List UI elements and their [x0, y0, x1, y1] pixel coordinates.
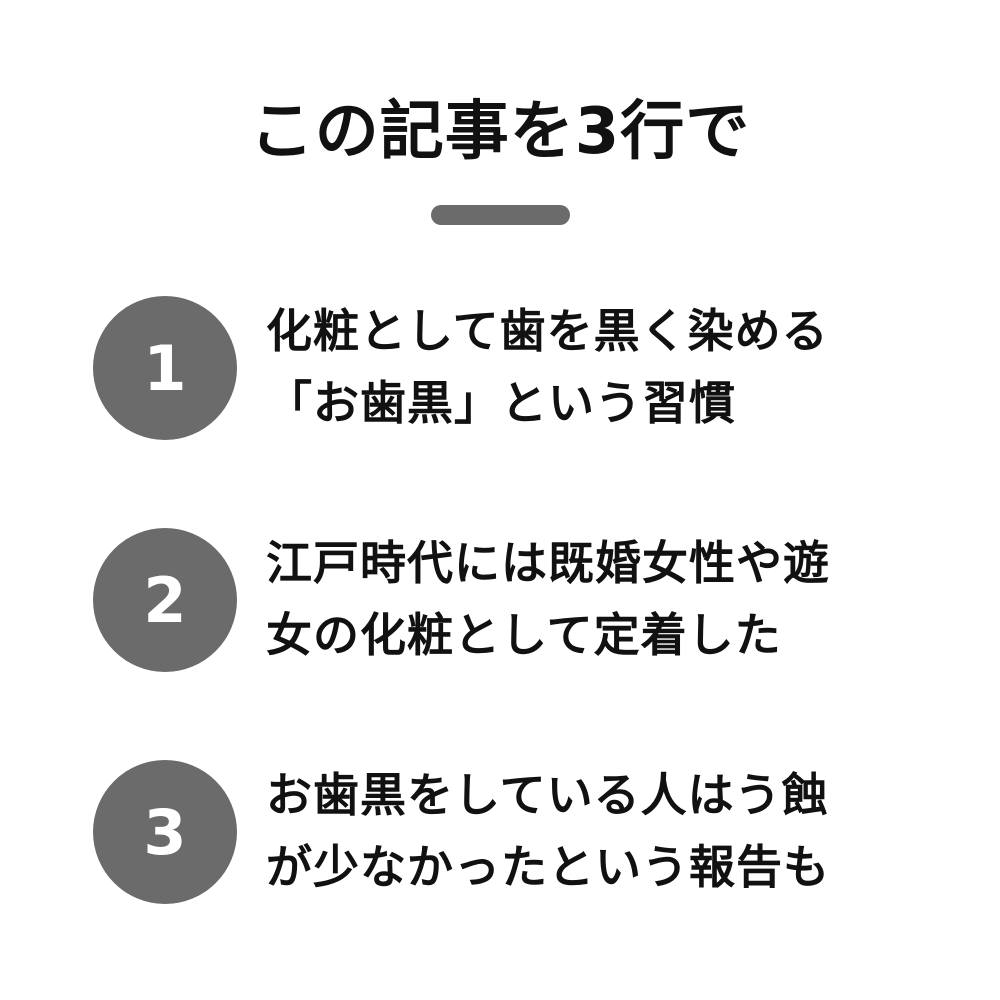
title-divider: [431, 205, 570, 225]
summary-line: 化粧として歯を黒く染める: [266, 304, 829, 358]
summary-text-1: 化粧として歯を黒く染める 「お歯黒」という習慣: [266, 295, 986, 439]
summary-text-2: 江戸時代には既婚女性や遊 女の化粧として定着した: [266, 527, 986, 671]
number-badge-3: 3: [93, 760, 237, 904]
number-badge-2: 2: [93, 528, 237, 672]
summary-line: お歯黒をしている人はう蝕: [266, 768, 829, 822]
summary-line: 「お歯黒」という習慣: [266, 376, 736, 430]
summary-text-3: お歯黒をしている人はう蝕 が少なかったという報告も: [266, 759, 986, 903]
summary-line: が少なかったという報告も: [266, 840, 830, 894]
summary-point-3: 3 お歯黒をしている人はう蝕 が少なかったという報告も: [0, 757, 1000, 907]
summary-line: 江戸時代には既婚女性や遊: [266, 536, 830, 590]
summary-point-2: 2 江戸時代には既婚女性や遊 女の化粧として定着した: [0, 525, 1000, 675]
number-badge-1: 1: [93, 296, 237, 440]
summary-line: 女の化粧として定着した: [266, 608, 782, 662]
summary-point-1: 1 化粧として歯を黒く染める 「お歯黒」という習慣: [0, 293, 1000, 443]
page-title: この記事を3行で: [249, 95, 751, 169]
